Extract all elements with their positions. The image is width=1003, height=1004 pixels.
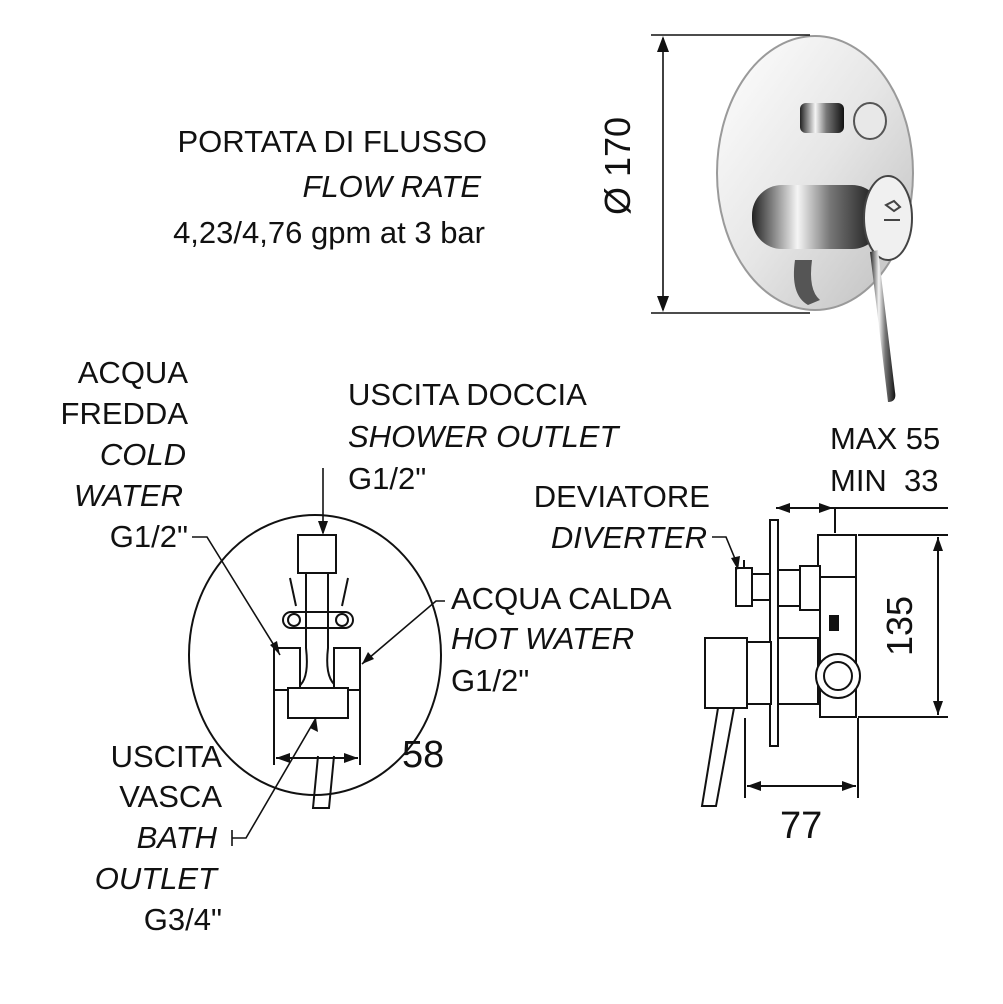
bath-size: G3/4" [143,902,222,937]
lever [870,250,896,402]
cold-l3: COLD [99,437,186,472]
cold-l1: ACQUA [77,355,188,390]
hot-label-en: HOT WATER [451,621,635,656]
shower-label-it: USCITA DOCCIA [348,377,587,412]
side-dim-arrows [747,503,943,791]
handle-body [752,185,882,249]
flow-label-it: PORTATA DI FLUSSO [177,124,488,159]
logo-mark-icon [884,199,902,221]
cover-plate [716,35,914,311]
shower-label-en: SHOWER OUTLET [348,419,619,454]
cold-l4: WATER [73,478,183,513]
leader-lines-front [192,468,445,846]
diverter-label-en: DIVERTER [550,520,707,555]
hot-size: G1/2" [451,663,530,698]
side-view [700,507,948,807]
width-dimension: 58 [402,734,445,776]
flow-label-en: FLOW RATE [302,169,481,204]
max-depth: MAX 55 [830,421,941,456]
diverter-knob [800,103,844,133]
diameter-label: Ø 170 [597,116,638,216]
leader-arrows-front [270,521,374,732]
front-dim-arrows [276,753,358,763]
bath-l3: BATH [136,820,217,855]
diameter-dimension [651,34,810,314]
front-view [188,514,442,809]
hot-label-it: ACQUA CALDA [451,581,672,616]
cold-size: G1/2" [109,519,188,554]
handle-cap [863,175,913,261]
depth-dimension: 77 [780,805,823,847]
cold-l2: FREDDA [60,396,188,431]
leader-diverter [712,536,739,567]
bath-l1: USCITA [110,739,222,774]
leader-diverter-arrow [731,556,740,570]
diverter-knob-face [853,102,887,140]
flow-value: 4,23/4,76 gpm at 3 bar [173,215,485,250]
height-dimension: 135 [879,595,920,657]
bath-l4: OUTLET [94,861,217,896]
faucet-render [716,35,914,402]
diverter-label-it: DEVIATORE [533,479,710,514]
bath-l2: VASCA [119,779,222,814]
lever-stub [793,260,820,305]
shower-size: G1/2" [348,461,427,496]
min-depth: MIN 33 [830,463,939,498]
